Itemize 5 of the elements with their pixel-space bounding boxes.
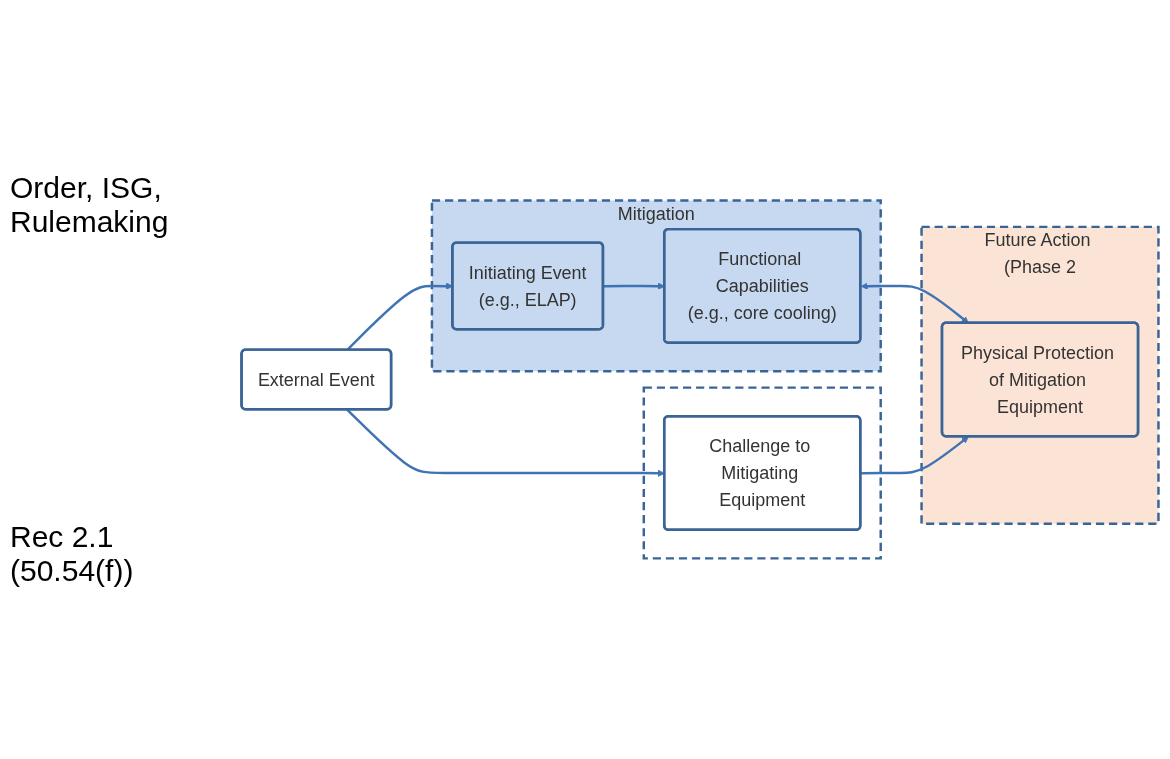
- arrow: [860, 436, 969, 475]
- arrow: [603, 282, 665, 290]
- cluster: [642, 386, 882, 560]
- note-text: Order, ISG, Rulemaking: [10, 170, 170, 239]
- note-text: Rec 2.1 (50.54(f)): [10, 520, 135, 589]
